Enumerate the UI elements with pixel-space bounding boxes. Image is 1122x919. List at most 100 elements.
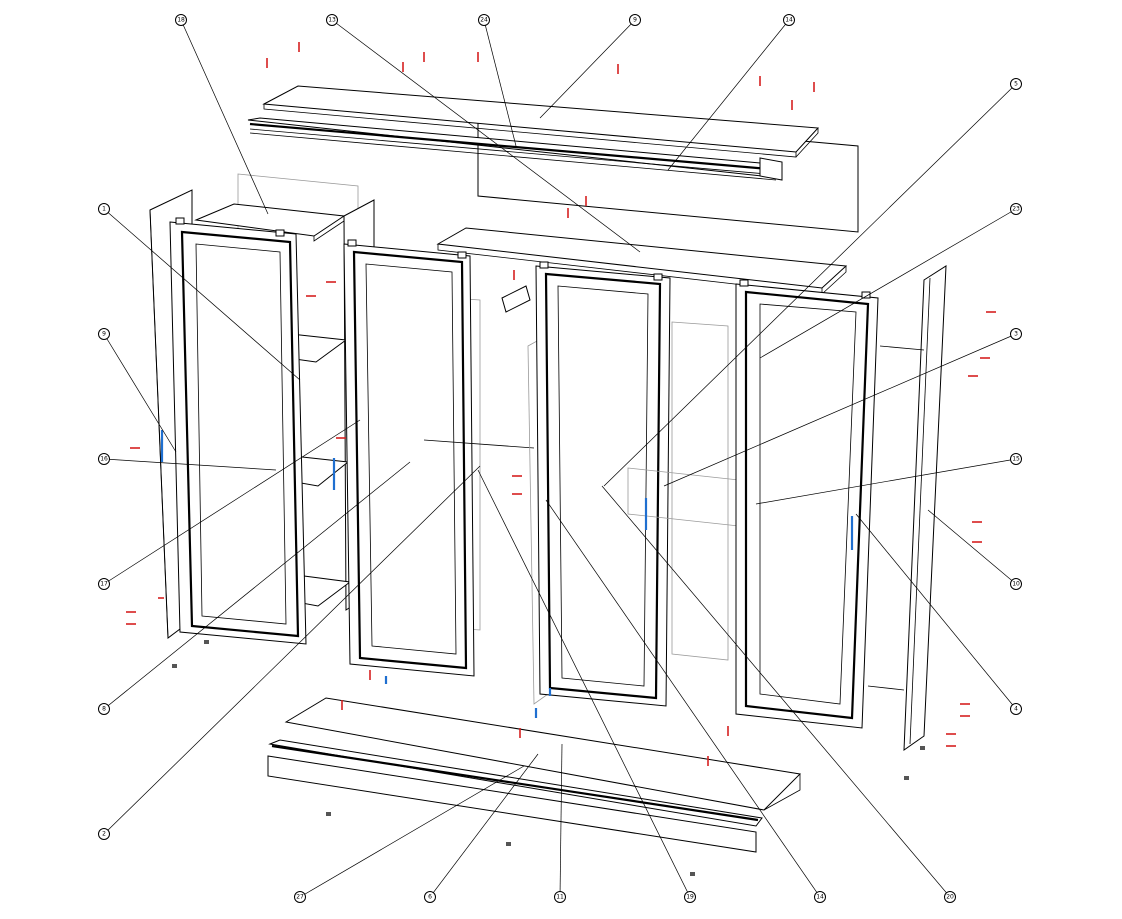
right-cabinet-assembly (735, 265, 947, 751)
leader-19 (477, 469, 691, 898)
left-door-hinge-top-2 (275, 229, 285, 237)
callout-27-circle (294, 891, 306, 903)
callout-15: 15 (1010, 453, 1022, 465)
right-top-tie (879, 345, 925, 351)
leader-lines (103, 19, 1017, 898)
callout-20-circle (944, 891, 956, 903)
leader-14-bottom (545, 499, 821, 898)
right-door-hinge-2 (861, 291, 871, 299)
callout-1-label: 1 (102, 206, 106, 213)
middle-left-door-assembly (343, 239, 535, 677)
top-crown-board-side (795, 128, 819, 158)
callout-9-top: 9 (629, 14, 641, 26)
middle-right-door-assembly (527, 261, 869, 707)
top-crown-board-edge (263, 104, 797, 158)
callout-8: 8 (98, 703, 110, 715)
leader-16 (103, 458, 277, 471)
callout-9-top-label: 9 (633, 17, 637, 24)
middle-left-door (343, 243, 475, 677)
leader-9-left (103, 333, 177, 453)
leader-13 (331, 19, 641, 253)
callout-16-label: 16 (100, 456, 108, 463)
plinth-rail-line (271, 744, 759, 822)
callout-9-left-circle (98, 328, 110, 340)
callout-8-label: 8 (102, 706, 106, 713)
leader-9-top (539, 19, 636, 119)
callout-14-top: 14 (783, 14, 795, 26)
callout-4-circle (1010, 703, 1022, 715)
middle-right-door-frame (544, 272, 662, 700)
feet-group (172, 640, 925, 876)
middle-right-door-hinge (539, 261, 549, 269)
leader-6 (429, 753, 539, 898)
middle-left-door-frame (352, 250, 468, 670)
middle-back-panel (671, 321, 729, 661)
callout-19-circle (684, 891, 696, 903)
callout-11-circle (554, 891, 566, 903)
middle-right-door-hinge-2 (653, 273, 663, 281)
callout-18-label: 18 (177, 17, 185, 24)
callout-6: 6 (424, 891, 436, 903)
callout-9-left: 9 (98, 328, 110, 340)
right-bottom-tie (867, 685, 905, 691)
handle-hardware-group (160, 430, 854, 718)
callout-18: 18 (175, 14, 187, 26)
left-door (169, 221, 307, 645)
callout-2: 2 (98, 828, 110, 840)
callout-5-label: 5 (1014, 81, 1018, 88)
callout-13: 13 (326, 14, 338, 26)
middle-left-door-hinge-2 (457, 251, 467, 259)
top-cornice-assembly (247, 85, 859, 233)
callout-23-label: 23 (1012, 206, 1020, 213)
bottom-plinth-assembly (267, 697, 802, 853)
leader-5 (603, 83, 1017, 487)
callout-3: 3 (1010, 328, 1022, 340)
callout-20-label: 20 (946, 894, 954, 901)
callout-8-circle (98, 703, 110, 715)
callouts: 18 13 24 9 14 5 1 23 (98, 14, 1022, 903)
cornice-rail-end (759, 157, 783, 181)
middle-tie-rail (423, 439, 535, 449)
middle-left-door-hinge (347, 239, 357, 247)
left-cabinet-assembly (149, 173, 375, 645)
callout-24-label: 24 (480, 17, 488, 24)
right-door-hinge (739, 279, 749, 287)
right-outer-side-panel (903, 265, 947, 751)
leader-20 (601, 485, 951, 898)
middle-bracket (501, 285, 531, 313)
callout-13-circle (326, 14, 338, 26)
callout-2-label: 2 (102, 831, 106, 838)
middle-left-door-glass (365, 263, 457, 655)
middle-right-door-glass (557, 285, 649, 687)
leader-11 (559, 743, 563, 898)
callout-4-label: 4 (1014, 706, 1018, 713)
right-door (735, 283, 879, 729)
callout-20: 20 (944, 891, 956, 903)
left-door-hinge-top (175, 217, 185, 225)
leader-27 (299, 765, 525, 898)
bottom-board-side (763, 774, 801, 811)
middle-top-panel-edge (437, 244, 823, 295)
leader-10 (927, 509, 1017, 585)
callout-24: 24 (478, 14, 490, 26)
foot-5 (690, 872, 695, 876)
callout-23: 23 (1010, 203, 1022, 215)
foot-1 (172, 664, 177, 668)
leader-3 (663, 333, 1017, 487)
callout-5-circle (1010, 78, 1022, 90)
callout-2-circle (98, 828, 110, 840)
callout-10: 10 (1010, 578, 1022, 590)
callout-13-label: 13 (328, 17, 336, 24)
callout-17-circle (98, 578, 110, 590)
callout-19: 19 (684, 891, 696, 903)
plinth-front (267, 755, 757, 853)
callout-10-label: 10 (1012, 581, 1020, 588)
cornice-rail-line-1 (249, 122, 781, 172)
foot-6 (904, 776, 909, 780)
leader-15 (755, 458, 1017, 505)
leader-23 (759, 208, 1017, 359)
callout-10-circle (1010, 578, 1022, 590)
callout-14-top-label: 14 (785, 17, 793, 24)
callout-23-circle (1010, 203, 1022, 215)
